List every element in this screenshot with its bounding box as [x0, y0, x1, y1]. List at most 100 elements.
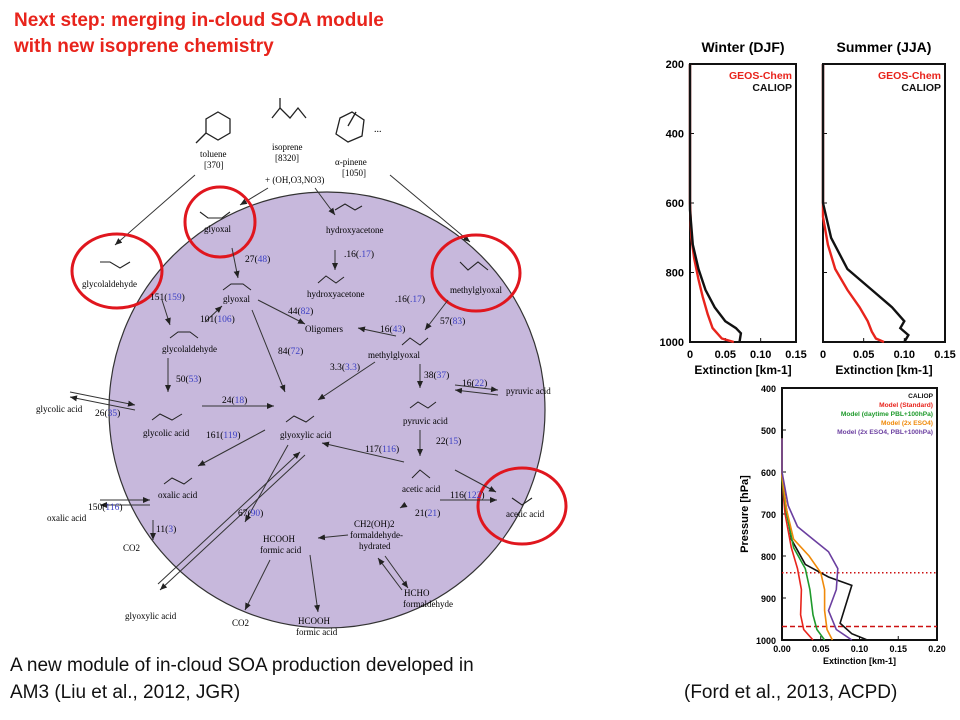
toluene-value: [370] — [204, 160, 224, 170]
oxalic-acid-out-label: oxalic acid — [47, 513, 87, 523]
pyruvic-acid-label: pyruvic acid — [403, 416, 448, 426]
svg-text:22(15): 22(15) — [436, 436, 461, 447]
svg-text:38(37): 38(37) — [424, 370, 449, 381]
chart-2-series-3-line — [781, 438, 834, 641]
chart-2-legend-0: CALIOP — [908, 393, 934, 400]
reaction-arrows — [150, 247, 497, 611]
chart-1-legend-0: GEOS-Chem — [878, 70, 941, 82]
chart-1-title: Summer (JJA) — [837, 39, 932, 55]
slide-title: Next step: merging in-cloud SOA module w… — [14, 8, 384, 60]
isoprene-label: isoprene — [272, 142, 303, 152]
hydrated-label: hydrated — [359, 541, 391, 551]
acetic-acid-highlight — [476, 466, 568, 546]
chart-2-ytick-label: 700 — [761, 510, 776, 520]
chart-2-xtick-label: 0.05 — [812, 644, 830, 654]
svg-text:27(48): 27(48) — [245, 254, 270, 265]
glyoxal-out-label: glyoxal — [204, 224, 231, 234]
title-line-2: with new isoprene chemistry — [14, 36, 274, 57]
chart-1-xtick-label: 0.15 — [934, 349, 955, 361]
glycolaldehyde-out-label: glycolaldehyde — [82, 279, 137, 289]
chart-2-ylabel: Pressure [hPa] — [739, 475, 751, 553]
oxalic-acid-label: oxalic acid — [158, 490, 198, 500]
chart-2-xtick-label: 0.15 — [889, 644, 907, 654]
chart-2-xlabel: Extinction [km-1] — [823, 656, 896, 666]
svg-text:3.3(3.3): 3.3(3.3) — [330, 362, 360, 373]
svg-text:151(159): 151(159) — [150, 292, 185, 303]
svg-text:.16(.17): .16(.17) — [395, 294, 425, 305]
svg-text:101(106): 101(106) — [200, 314, 235, 325]
chart-2-series-4-line — [781, 438, 853, 641]
hydroxyacetone-label: hydroxyacetone — [307, 289, 364, 299]
chart-2-series-2-line — [781, 438, 826, 641]
chart-2-series-1-line — [781, 438, 814, 641]
caption-line-1: A new module of in-cloud SOA production … — [10, 655, 474, 676]
chart-1-series-1-line — [821, 64, 910, 343]
chart-2-ytick-label: 1000 — [756, 636, 776, 646]
svg-text:117(116): 117(116) — [365, 444, 399, 455]
svg-text:26(35): 26(35) — [95, 408, 120, 419]
hcooh-in-label: HCOOH — [263, 534, 296, 544]
chart-0-xtick-label: 0.15 — [785, 349, 806, 361]
methylglyoxal-label: methylglyoxal — [368, 350, 420, 360]
isoprene-value: [8320] — [275, 153, 299, 163]
methylglyoxal-highlight — [430, 233, 522, 313]
formaldehyde-label: formaldehyde — [403, 599, 453, 609]
more-precursors: ... — [374, 124, 382, 135]
glycolic-acid-label: glycolic acid — [143, 428, 190, 438]
isoprene-structure — [271, 98, 307, 119]
chart-1-legend-1: CALIOP — [901, 82, 941, 94]
co2-out-a: CO2 — [123, 543, 140, 553]
glyoxal-highlight — [183, 185, 257, 259]
svg-text:161(119): 161(119) — [206, 430, 241, 441]
chart-0-legend-0: GEOS-Chem — [729, 70, 792, 82]
title-line-1: Next step: merging in-cloud SOA module — [14, 10, 384, 31]
reaction-diagram: toluene [370] isoprene [8320] + (OH,O3,N… — [36, 98, 568, 637]
glyoxylic-acid-label: glyoxylic acid — [280, 430, 332, 440]
chart-0-ytick-label: 1000 — [660, 337, 684, 349]
oligomers-label: Oligomers — [305, 324, 343, 334]
ch2oh2-label: CH2(OH)2 — [354, 519, 395, 529]
formic-out-label: formic acid — [296, 627, 338, 637]
hydroxyacetone-out-label: hydroxyacetone — [326, 225, 383, 235]
pinene-label: α-pinene — [335, 157, 367, 167]
chart-2-ytick-label: 500 — [761, 426, 776, 436]
chart-0-series-1-line — [688, 64, 743, 343]
formic-acid-label: formic acid — [260, 545, 302, 555]
chart-1-xlabel: Extinction [km-1] — [835, 363, 932, 377]
precursor-arrows — [114, 174, 471, 246]
chart-0-xtick-label: 0.10 — [750, 349, 771, 361]
hcooh-out: HCOOH — [298, 616, 331, 626]
hcho-label: HCHO — [404, 588, 430, 598]
svg-text:67(90): 67(90) — [238, 508, 263, 519]
chart-0-ytick-label: 400 — [666, 129, 684, 141]
chart-0-xlabel: Extinction [km-1] — [694, 363, 791, 377]
svg-text:44(82): 44(82) — [288, 306, 313, 317]
svg-text:150(116): 150(116) — [88, 502, 123, 513]
glycolaldehyde-label: glycolaldehyde — [162, 344, 217, 354]
chart-1-xtick-label: 0.05 — [853, 349, 874, 361]
glycolic-acid-out-label: glycolic acid — [36, 404, 83, 414]
svg-text:11(3): 11(3) — [156, 524, 176, 535]
glycolaldehyde-highlight — [70, 232, 164, 310]
svg-text:.16(.17): .16(.17) — [344, 249, 374, 260]
oxidants-label: + (OH,O3,NO3) — [265, 175, 324, 185]
acetic-acid-label: acetic acid — [402, 484, 441, 494]
svg-text:116(122): 116(122) — [450, 490, 485, 501]
svg-text:50(53): 50(53) — [176, 374, 201, 385]
rate-labels: 27(48) 44(82) 151(159) 101(106) .16(.17)… — [88, 249, 487, 535]
chart-0-xtick-label: 0 — [687, 349, 693, 361]
pyruvic-acid-out-label: pyruvic acid — [506, 386, 551, 396]
chart-2-legend-4: Model (2x ESO4, PBL+100hPa) — [837, 429, 933, 436]
svg-text:16(43): 16(43) — [380, 324, 405, 335]
caption-line-2: AM3 (Liu et al., 2012, JGR) — [10, 682, 241, 703]
chart-2-ytick-label: 400 — [761, 384, 776, 394]
chart-0-legend-1: CALIOP — [752, 82, 792, 94]
chart-2-ytick-label: 800 — [761, 552, 776, 562]
chart-2-ytick-label: 600 — [761, 468, 776, 478]
citation: (Ford et al., 2013, ACPD) — [684, 682, 898, 703]
chart-2-legend-1: Model (Standard) — [879, 402, 933, 409]
toluene-structure — [195, 111, 231, 144]
chart-1-series-0-line — [821, 64, 885, 344]
chart-0-ytick-label: 600 — [666, 198, 684, 210]
